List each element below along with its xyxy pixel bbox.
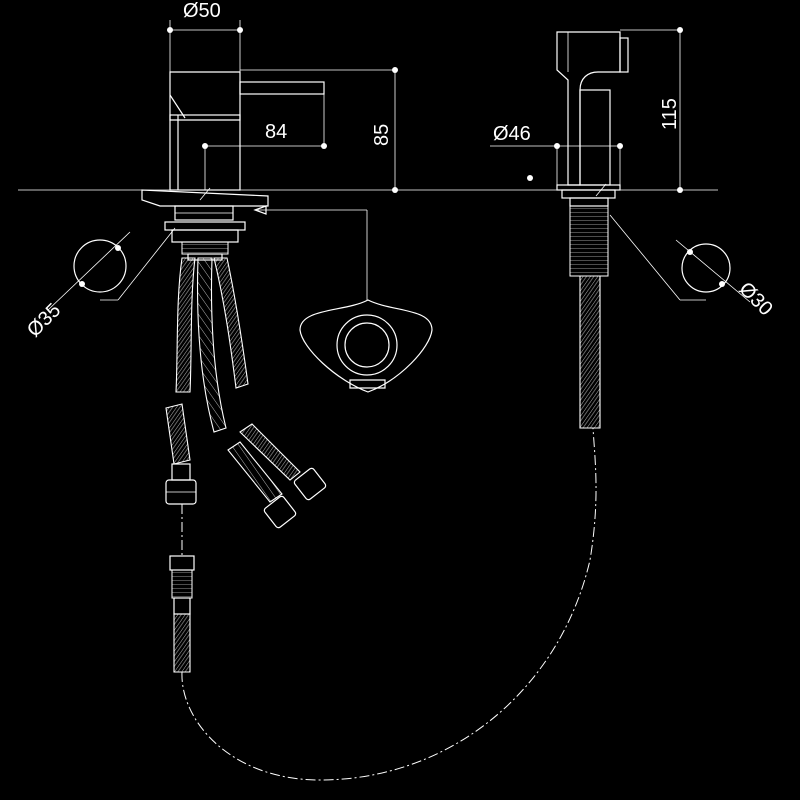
dim-mixer-height: 85 [371,124,393,146]
dim-handset-diameter: Ø46 [493,123,531,145]
left-hole-detail [47,227,176,311]
handset-spray [556,31,629,429]
left-dimension-lines [167,20,398,193]
handset-hose-lower [169,427,597,781]
right-dimension-lines [490,27,683,193]
escutcheon-plate [253,205,433,393]
dim-hole-diameter-left: Ø35 [23,299,65,341]
dim-spout-length: 84 [265,121,287,143]
dim-mixer-diameter: Ø50 [183,0,221,22]
mixer-hoses [165,257,327,529]
dim-hole-diameter-right: Ø30 [734,278,776,320]
dim-handset-height: 115 [659,98,681,130]
mixer-tap [141,71,325,261]
right-hole-detail [609,214,751,303]
